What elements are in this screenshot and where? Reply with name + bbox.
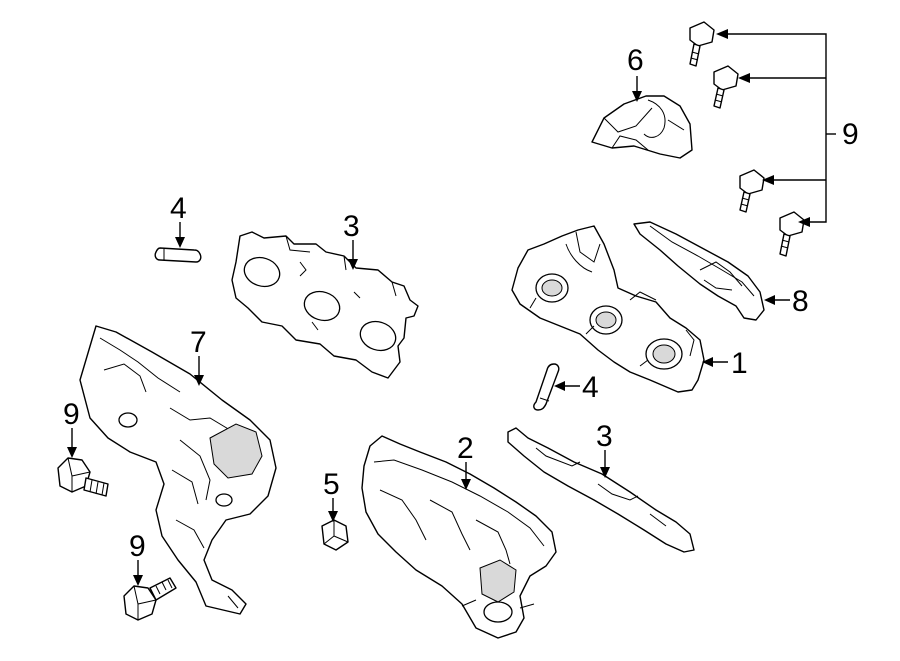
part-9-bolt-group-upper — [689, 21, 805, 257]
part-6-heat-shield — [591, 95, 693, 159]
part-3-gasket-lower — [507, 427, 695, 553]
callout-8: 8 — [792, 285, 809, 318]
callout-9-left-lower: 9 — [129, 530, 146, 563]
callout-6: 6 — [627, 44, 644, 77]
callout-3-lower: 3 — [596, 420, 613, 453]
part-4-dowel-pin-upper — [154, 247, 202, 263]
callout-4-lower: 4 — [582, 371, 599, 404]
callout-5: 5 — [323, 468, 340, 501]
part-4-dowel-pin-lower — [533, 363, 560, 411]
callout-labels: 6 9 4 3 8 1 4 7 9 2 3 5 9 — [63, 44, 859, 563]
bolt-4 — [779, 211, 805, 257]
bolt-3 — [739, 169, 765, 213]
bolt-1 — [689, 21, 715, 67]
part-8-heat-shield — [633, 221, 765, 321]
part-2-exhaust-manifold — [361, 435, 557, 639]
callout-4-upper: 4 — [170, 192, 187, 225]
callout-9-upper: 9 — [842, 118, 859, 151]
part-9-bolt-left-lower — [123, 577, 177, 621]
callout-2: 2 — [457, 432, 474, 465]
callout-3-upper: 3 — [343, 210, 360, 243]
part-1-exhaust-manifold — [511, 225, 705, 393]
bolt-2 — [713, 65, 739, 109]
callout-9-bracket — [716, 29, 836, 227]
part-5-nut — [321, 519, 349, 551]
part-7-heat-shield — [79, 325, 277, 615]
leader-lines — [67, 76, 790, 586]
part-3-gasket-upper — [231, 231, 419, 379]
callout-1: 1 — [731, 347, 748, 380]
callout-7: 7 — [190, 326, 207, 359]
callout-9-left-upper: 9 — [63, 398, 80, 431]
part-9-bolt-left-upper — [57, 457, 109, 497]
